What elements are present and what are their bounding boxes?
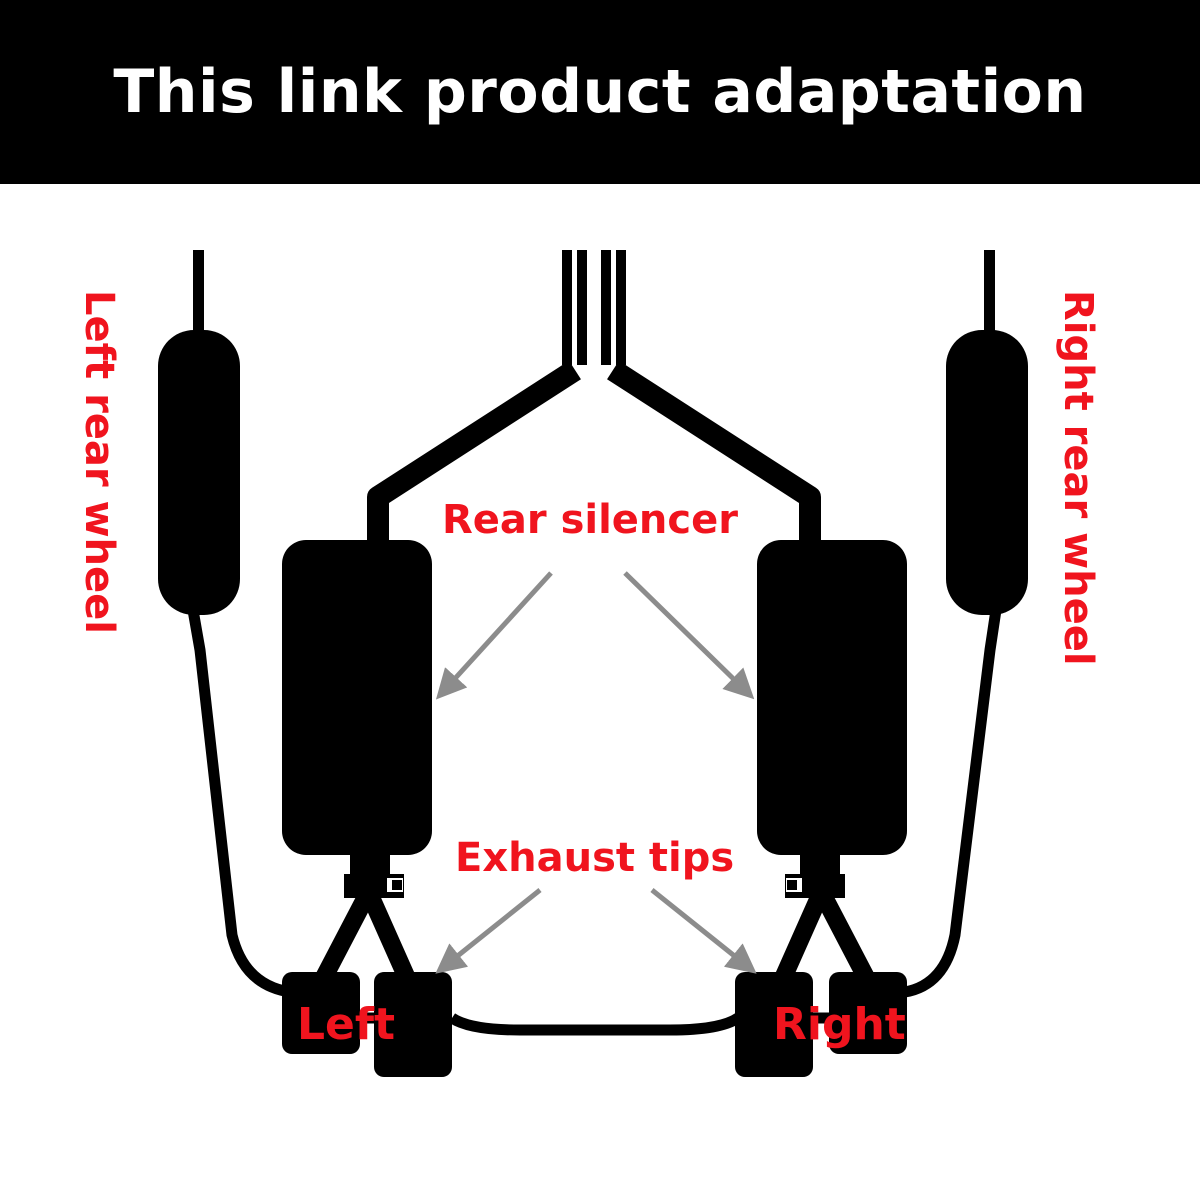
left-outer-tip [282,972,360,1054]
arrow-to-right-silencer [623,571,755,700]
right-rear-wheel-label: Right rear wheel [1055,290,1101,666]
right-side-label: Right [773,999,906,1050]
left-rear-wheel-shape [158,250,240,615]
exhaust-tips-label: Exhaust tips [455,835,735,881]
page-title: This link product adaptation [113,57,1087,127]
left-rear-silencer-shape [282,540,432,855]
right-inner-tip [735,972,813,1077]
tip-pipes [311,886,879,994]
left-side-label: Left [297,999,396,1050]
right-outer-tip [829,972,907,1054]
arrow-to-left-tip [435,888,542,974]
title-banner: This link product adaptation [0,0,1200,184]
right-rear-silencer-shape [757,540,907,855]
inlet-pipes [367,250,821,545]
left-rear-wheel-label: Left rear wheel [76,290,122,634]
left-inner-tip [374,972,452,1077]
link-pipes [187,609,1002,1036]
rear-silencer-label: Rear silencer [442,497,738,543]
arrow-to-right-tip [650,888,757,974]
right-rear-wheel-shape [946,250,1028,615]
pointer-arrows [435,571,757,974]
arrow-to-left-silencer [435,571,553,700]
